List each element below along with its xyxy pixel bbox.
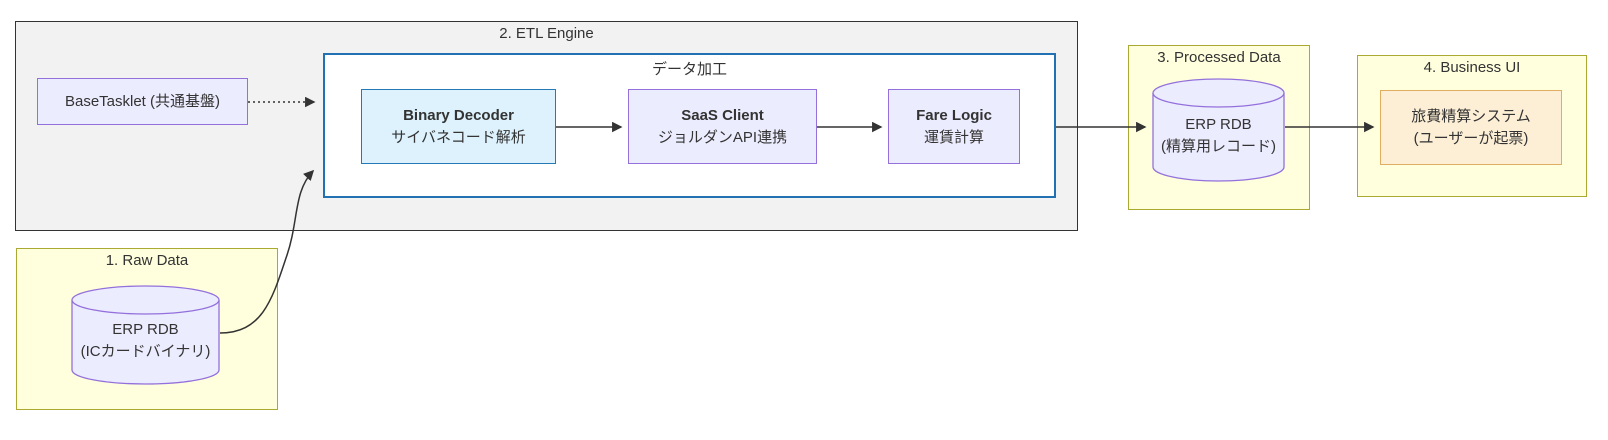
- node-base-tasklet-label: BaseTasklet (共通基盤): [64, 92, 221, 110]
- cluster-processed-data-label: 3. Processed Data: [1157, 49, 1281, 66]
- node-processed-erp-rdb-line1: ERP RDB: [1185, 116, 1252, 133]
- node-processed-erp-rdb-line2: (精算用レコード): [1161, 138, 1276, 155]
- cluster-raw-data-label: 1. Raw Data: [105, 252, 189, 269]
- node-raw-erp-rdb-label: ERP RDB (ICカードバイナリ): [71, 285, 220, 385]
- node-raw-erp-rdb: ERP RDB (ICカードバイナリ): [71, 285, 220, 385]
- node-saas-client: SaaS Client ジョルダンAPI連携: [628, 89, 817, 164]
- node-fare-logic-subtitle: 運賃計算: [923, 128, 984, 146]
- node-base-tasklet: BaseTasklet (共通基盤): [37, 78, 248, 125]
- node-binary-decoder-subtitle: サイバネコード解析: [391, 128, 526, 146]
- node-processed-erp-rdb: ERP RDB (精算用レコード): [1152, 78, 1285, 182]
- node-saas-client-subtitle: ジョルダンAPI連携: [657, 128, 788, 146]
- node-binary-decoder: Binary Decoder サイバネコード解析: [361, 89, 556, 164]
- cluster-data-processing-label: データ加工: [651, 61, 727, 78]
- node-processed-erp-rdb-label: ERP RDB (精算用レコード): [1152, 78, 1285, 182]
- node-raw-erp-rdb-line1: ERP RDB: [112, 321, 179, 338]
- cluster-etl-engine-label: 2. ETL Engine: [499, 25, 594, 42]
- database-cylinder-icon: [71, 285, 220, 385]
- node-fare-logic: Fare Logic 運賃計算: [888, 89, 1020, 164]
- node-binary-decoder-title: Binary Decoder: [403, 106, 514, 124]
- node-saas-client-title: SaaS Client: [681, 106, 764, 124]
- database-cylinder-icon: [1152, 78, 1285, 182]
- node-expense-system-line2: (ユーザーが起票): [1413, 129, 1529, 147]
- node-fare-logic-title: Fare Logic: [916, 106, 992, 124]
- node-expense-system: 旅費精算システム (ユーザーが起票): [1380, 90, 1562, 165]
- node-expense-system-line1: 旅費精算システム: [1411, 107, 1531, 125]
- cluster-business-ui-label: 4. Business UI: [1423, 59, 1521, 76]
- node-raw-erp-rdb-line2: (ICカードバイナリ): [80, 343, 211, 360]
